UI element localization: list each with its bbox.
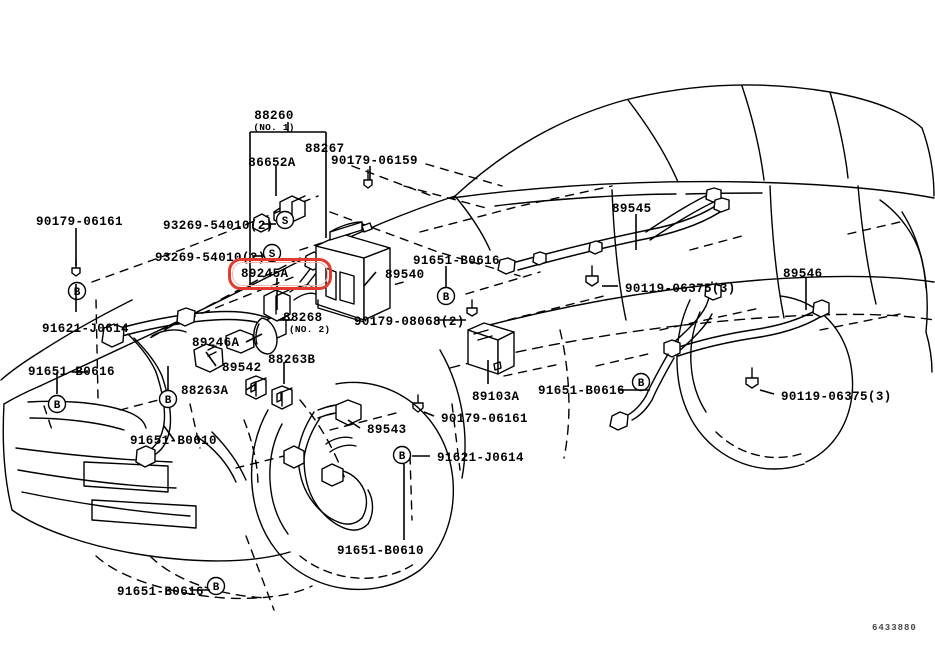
part-sublabel-88268: (NO. 2) bbox=[289, 324, 331, 335]
part-label-91651-b0616: 91651-B0616 bbox=[28, 365, 115, 379]
highlight-ring-89245a bbox=[228, 258, 332, 290]
part-label-89246a: 89246A bbox=[192, 336, 240, 350]
callout-bubble-glyph: B bbox=[165, 395, 172, 407]
part-label-89545: 89545 bbox=[612, 202, 652, 216]
callout-bubble-b: B bbox=[47, 394, 67, 414]
callout-bubble-s: S bbox=[262, 243, 282, 263]
callout-bubble-b: B bbox=[67, 281, 87, 301]
part-label-88263a: 88263A bbox=[181, 384, 229, 398]
part-label-89540: 89540 bbox=[385, 268, 425, 282]
part-label-91651-b0610: 91651-B0610 bbox=[130, 434, 217, 448]
part-label-91651-b0610: 91651-B0610 bbox=[337, 544, 424, 558]
part-label-89543: 89543 bbox=[367, 423, 407, 437]
part-label-88267: 88267 bbox=[305, 142, 345, 156]
part-label-91621-j0614: 91621-J0614 bbox=[437, 451, 524, 465]
part-label-89103a: 89103A bbox=[472, 390, 520, 404]
part-label-90119-06375-3: 90119-06375(3) bbox=[625, 282, 736, 296]
callout-bubble-b: B bbox=[158, 389, 178, 409]
diagram-reference-number: 6433880 bbox=[872, 623, 917, 633]
callout-bubble-b: B bbox=[206, 576, 226, 596]
part-label-89542: 89542 bbox=[222, 361, 262, 375]
part-label-90119-06375-3: 90119-06375(3) bbox=[781, 390, 892, 404]
callout-bubble-glyph: B bbox=[638, 378, 645, 390]
part-label-91651-b0616: 91651-B0616 bbox=[538, 384, 625, 398]
callout-bubble-glyph: B bbox=[443, 292, 450, 304]
callout-bubble-glyph: B bbox=[54, 400, 61, 412]
part-label-91621-j0614: 91621-J0614 bbox=[42, 322, 129, 336]
part-label-90179-06161: 90179-06161 bbox=[441, 412, 528, 426]
part-label-90179-06161: 90179-06161 bbox=[36, 215, 123, 229]
callout-bubble-b: B bbox=[392, 445, 412, 465]
part-label-90179-08068-2: 90179-08068(2) bbox=[354, 315, 465, 329]
part-label-86652a: 86652A bbox=[248, 156, 296, 170]
callout-bubble-glyph: B bbox=[213, 582, 220, 594]
part-sublabel-88260: (NO. 1) bbox=[253, 122, 295, 133]
part-label-89245a: 89245A bbox=[241, 267, 289, 281]
highlight-ring-inner bbox=[232, 262, 328, 286]
part-label-88260: 88260 bbox=[254, 109, 294, 123]
callout-bubble-glyph: S bbox=[269, 249, 276, 261]
callout-bubble-glyph: S bbox=[282, 216, 289, 228]
callout-bubble-s: S bbox=[275, 210, 295, 230]
part-label-91651-b0616: 91651-B0616 bbox=[117, 585, 204, 599]
part-label-91651-b0616: 91651-B0616 bbox=[413, 254, 500, 268]
part-label-89546: 89546 bbox=[783, 267, 823, 281]
callout-bubble-glyph: B bbox=[399, 451, 406, 463]
part-label-88263b: 88263B bbox=[268, 353, 316, 367]
part-label-88268: 88268 bbox=[283, 311, 323, 325]
part-label-90179-06159: 90179-06159 bbox=[331, 154, 418, 168]
part-label-93269-54010-2: 93269-54010(2) bbox=[163, 219, 274, 233]
callout-bubble-glyph: B bbox=[74, 287, 81, 299]
